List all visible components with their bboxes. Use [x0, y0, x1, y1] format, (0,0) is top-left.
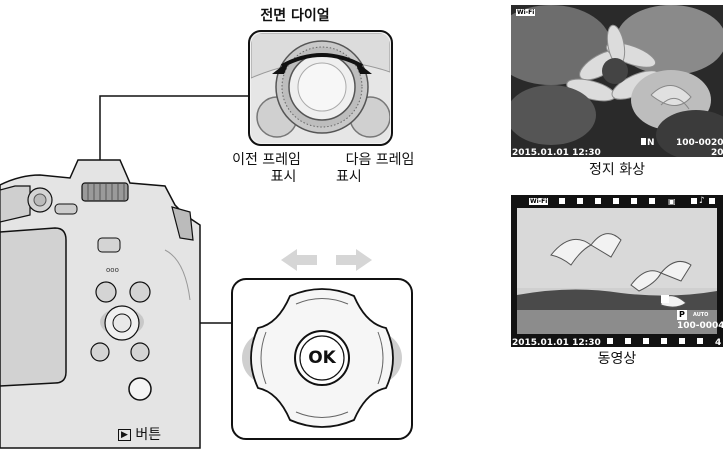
- arrow-pad-callout: [231, 278, 413, 440]
- still-quality-indicator: N: [641, 138, 655, 148]
- movie-music-icon: ♪: [699, 196, 705, 206]
- rear-dial: [81, 182, 129, 202]
- movie-camera-icon: ▣: [668, 197, 676, 206]
- front-dial-label: 전면 다이얼: [260, 8, 330, 24]
- movie-caption: 동영상: [597, 351, 637, 367]
- direction-arrows: [281, 249, 372, 271]
- playback-button-label: ▶ 버튼: [118, 427, 161, 444]
- movie-photo: [511, 195, 723, 347]
- movie-thumbnail: Wi-Fi ▣ ♪ P AUTO 100-0004 2015.01.01 12:…: [511, 195, 723, 347]
- next-frame-label-line2: 표시: [336, 169, 362, 185]
- movie-frame-number: 4: [715, 338, 722, 347]
- playback-button-text: 버튼: [135, 427, 162, 443]
- movie-datetime: 2015.01.01 12:30: [512, 338, 601, 347]
- still-file-number: 100-0020: [676, 138, 723, 148]
- prev-frame-label-line2: 표시: [270, 169, 297, 185]
- still-image-thumbnail: Wi-Fi N 100-0020 2015.01.01 12:30 20: [511, 5, 723, 157]
- film-sprocket-bottom: [607, 338, 703, 344]
- svg-text:ooo: ooo: [106, 266, 119, 274]
- arrow-right-icon: [336, 249, 372, 271]
- movie-wb-indicator: AUTO: [693, 312, 709, 318]
- front-dial-callout-box: [248, 30, 393, 146]
- movie-mode-indicator: P: [677, 310, 687, 320]
- rotate-double-arrow-icon: [281, 53, 363, 68]
- still-frame-number: 20: [711, 148, 723, 157]
- playback-icon: ▶: [118, 429, 131, 441]
- movie-wifi-icon: Wi-Fi: [529, 198, 549, 205]
- still-image-photo: [511, 5, 723, 157]
- still-image-caption: 정지 화상: [589, 162, 645, 178]
- prev-frame-label: 이전 프레임 표시: [214, 152, 319, 186]
- next-frame-label: 다음 프레임 표시: [330, 152, 430, 186]
- still-wifi-icon: Wi-Fi: [516, 9, 536, 16]
- camera-body: ooo: [0, 159, 201, 449]
- playback-button-on-camera: [128, 377, 152, 401]
- front-dial-leader-line: [99, 95, 250, 190]
- arrow-left-icon: [281, 249, 317, 271]
- still-quality-text: N: [647, 138, 655, 148]
- prev-frame-label-line1: 이전 프레임: [232, 152, 301, 168]
- still-datetime: 2015.01.01 12:30: [512, 148, 601, 157]
- movie-file-number: 100-0004: [677, 321, 723, 331]
- ok-button[interactable]: OK: [308, 348, 336, 368]
- next-frame-label-line1: 다음 프레임: [345, 152, 415, 168]
